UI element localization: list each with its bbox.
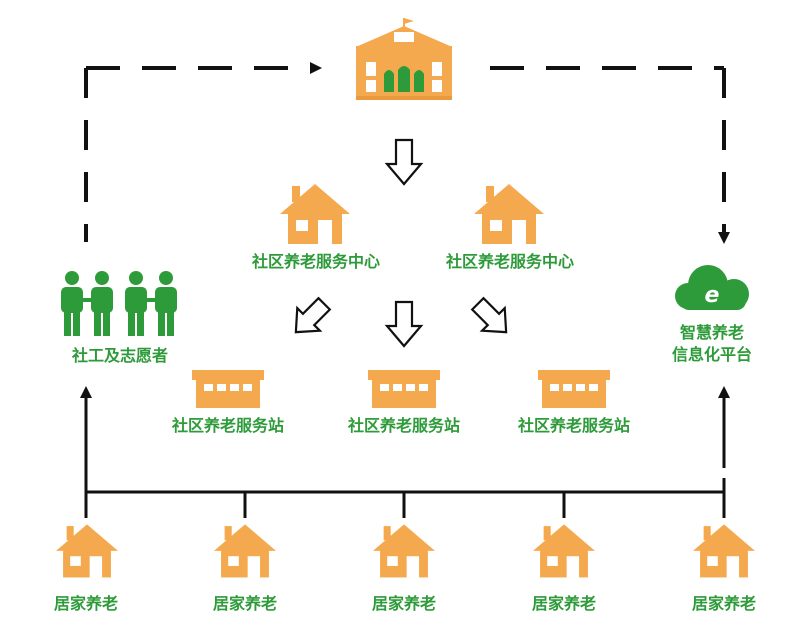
home-label-2: 居家养老 [212, 594, 277, 613]
government-building-icon [356, 18, 452, 100]
station-building-icon-3 [538, 370, 610, 408]
home-house-icon-2 [214, 524, 276, 578]
arrow-down-right-icon [470, 296, 508, 334]
arrowhead-to-building [310, 62, 322, 74]
station-label-3: 社区养老服务站 [517, 416, 630, 435]
center-label-2: 社区养老服务中心 [445, 252, 574, 271]
people-icon [61, 271, 177, 336]
svg-text:e: e [705, 283, 720, 308]
home-house-icon-3 [373, 524, 435, 578]
arrow-up-to-volunteers [80, 386, 92, 484]
station-building-icon-1 [192, 370, 264, 408]
station-building-icon-2 [368, 370, 440, 408]
home-bracket [84, 484, 726, 518]
center-house-icon-2 [474, 184, 544, 244]
volunteers-label: 社工及志愿者 [71, 346, 168, 365]
home-label-1: 居家养老 [53, 594, 118, 613]
arrow-down-icon [385, 138, 423, 186]
home-house-icon-4 [533, 524, 595, 578]
cloud-e-icon: e [675, 265, 749, 310]
home-label-5: 居家养老 [691, 594, 756, 613]
home-label-4: 居家养老 [531, 594, 596, 613]
home-house-icon-5 [693, 524, 755, 578]
dashed-frame [84, 66, 726, 242]
home-house-icon-1 [56, 524, 118, 578]
station-label-1: 社区养老服务站 [171, 416, 284, 435]
center-house-icon-1 [280, 184, 350, 244]
arrow-down-left-icon [294, 296, 332, 334]
platform-label-line1: 智慧养老 [679, 323, 744, 342]
platform-label-line2: 信息化平台 [671, 345, 752, 364]
station-label-2: 社区养老服务站 [347, 416, 460, 435]
arrow-down-icon [385, 300, 423, 348]
center-label-1: 社区养老服务中心 [251, 252, 380, 271]
arrowhead-to-platform [718, 232, 730, 244]
arrow-up-to-platform [718, 386, 730, 452]
home-label-3: 居家养老 [371, 594, 436, 613]
